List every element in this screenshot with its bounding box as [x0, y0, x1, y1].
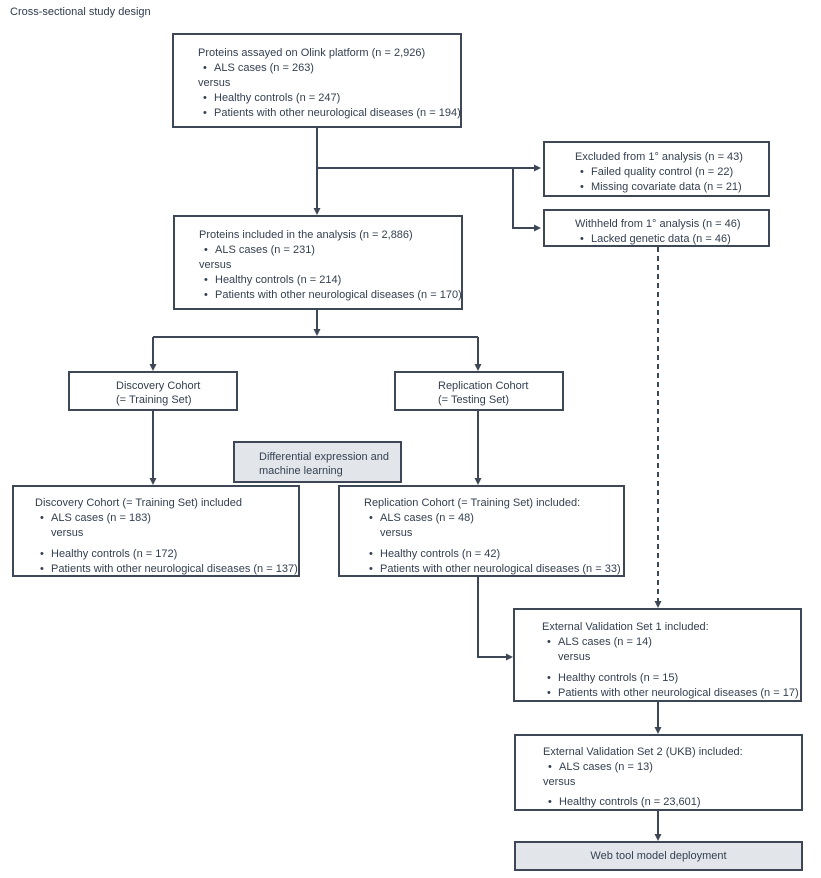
bullet-item: ALS cases (n = 14): [542, 635, 796, 650]
bullet-item: ALS cases (n = 231): [199, 243, 455, 258]
bullet-item: Healthy controls (n = 247): [198, 91, 454, 106]
box-proteins-included: Proteins included in the analysis (n = 2…: [173, 215, 463, 310]
versus-label: versus: [558, 651, 591, 663]
box-external-validation-set-1: External Validation Set 1 included: ALS …: [513, 608, 802, 702]
connector-to-withheld: [512, 168, 541, 232]
bullet-item: Missing covariate data (n = 21): [575, 180, 764, 195]
box-title: Discovery Cohort (= Training Set) includ…: [35, 497, 242, 509]
bullet-item: Healthy controls (n = 172): [35, 547, 294, 562]
box-title: External Validation Set 1 included:: [542, 621, 709, 633]
box-title: Excluded from 1° analysis (n = 43): [575, 151, 743, 163]
box-external-validation-set-2-ukb: External Validation Set 2 (UKB) included…: [514, 734, 803, 811]
connector-replication-to-extval1: [477, 577, 513, 661]
box-title: Discovery Cohort: [116, 380, 201, 392]
box-web-tool-deployment: Web tool model deployment: [514, 841, 803, 871]
bullet-item: ALS cases (n = 183): [35, 511, 294, 526]
bullet-item: Patients with other neurological disease…: [198, 106, 461, 121]
box-subtitle: (= Training Set): [116, 394, 192, 406]
bullet-item: Patients with other neurological disease…: [542, 686, 799, 701]
box-title: Replication Cohort (= Training Set) incl…: [364, 497, 581, 509]
bullet-item: Healthy controls (n = 15): [542, 671, 796, 686]
box-replication-cohort: Replication Cohort (= Testing Set): [394, 371, 564, 411]
box-title: Web tool model deployment: [590, 850, 727, 862]
box-discovery-cohort-included: Discovery Cohort (= Training Set) includ…: [12, 485, 300, 577]
box-title: Proteins included in the analysis (n = 2…: [199, 229, 413, 241]
box-title: Replication Cohort: [438, 380, 529, 392]
bullet-item: ALS cases (n = 263): [198, 61, 454, 76]
box-differential-expression-machine-learning: Differential expression and machine lear…: [233, 441, 402, 483]
versus-label: versus: [380, 527, 413, 539]
box-subtitle: machine learning: [259, 465, 343, 477]
box-replication-cohort-included: Replication Cohort (= Training Set) incl…: [338, 485, 625, 577]
bullet-item: Patients with other neurological disease…: [35, 562, 298, 577]
figure-title: Cross-sectional study design: [10, 6, 151, 18]
versus-label: versus: [199, 259, 232, 271]
bullet-item: Patients with other neurological disease…: [199, 288, 462, 303]
box-title: Differential expression and: [259, 451, 390, 463]
bullet-item: ALS cases (n = 13): [543, 760, 797, 775]
bullet-item: Healthy controls (n = 42): [364, 547, 619, 562]
box-title: Withheld from 1° analysis (n = 46): [575, 218, 741, 230]
box-proteins-assayed: Proteins assayed on Olink platform (n = …: [172, 33, 462, 128]
box-title: External Validation Set 2 (UKB) included…: [543, 746, 743, 758]
versus-label: versus: [51, 527, 84, 539]
bullet-item: Healthy controls (n = 23,601): [543, 795, 797, 810]
versus-label: versus: [198, 77, 231, 89]
box-discovery-cohort: Discovery Cohort (= Training Set): [68, 371, 238, 411]
bullet-item: Failed quality control (n = 22): [575, 165, 764, 180]
bullet-item: Healthy controls (n = 214): [199, 273, 455, 288]
box-withheld-from-primary-analysis: Withheld from 1° analysis (n = 46) Lacke…: [543, 209, 770, 247]
box-title: Proteins assayed on Olink platform (n = …: [198, 47, 426, 59]
bullet-item: Patients with other neurological disease…: [364, 562, 621, 577]
bullet-item: ALS cases (n = 48): [364, 511, 619, 526]
box-subtitle: (= Testing Set): [438, 394, 510, 406]
versus-label: versus: [543, 776, 576, 788]
bullet-item: Lacked genetic data (n = 46): [575, 232, 764, 247]
box-excluded-from-primary-analysis: Excluded from 1° analysis (n = 43) Faile…: [543, 141, 770, 197]
